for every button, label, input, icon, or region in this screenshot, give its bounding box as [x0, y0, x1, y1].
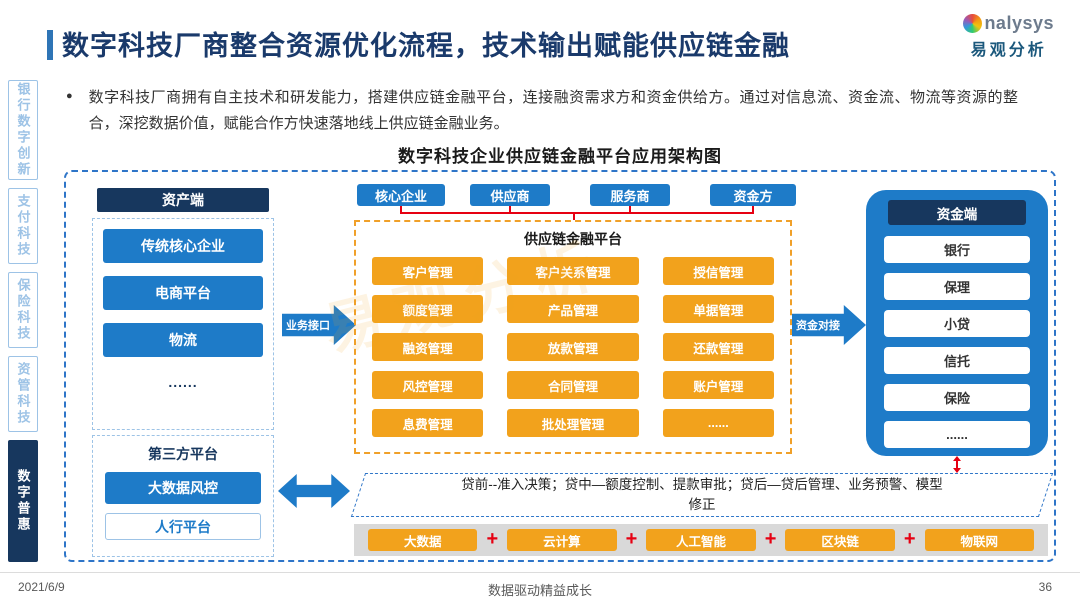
module-box: 还款管理	[662, 333, 774, 361]
loan-process-line2: 修正	[688, 497, 716, 512]
technology-bar: 大数据 + 云计算 + 人工智能 + 区块链 + 物联网	[354, 524, 1048, 556]
funding-item: 保理	[884, 273, 1030, 300]
asset-side-group: 传统核心企业 电商平台 物流 ......	[92, 218, 274, 430]
module-box: 客户管理	[372, 257, 484, 285]
page-number: 36	[1038, 580, 1052, 594]
logo-brand-text: nalysys	[984, 13, 1054, 33]
connector-line	[573, 212, 575, 220]
footer-slogan: 数据驱动精益成长	[487, 583, 592, 598]
funding-connect-label: 资金对接	[796, 320, 840, 332]
diagram-title: 数字科技企业供应链金融平台应用架构图	[398, 147, 722, 166]
funding-item: 保险	[884, 384, 1030, 411]
architecture-diagram: 资产端 传统核心企业 电商平台 物流 ...... 第三方平台 大数据风控 人行…	[64, 170, 1056, 562]
scf-platform-title: 供应链金融平台	[524, 231, 622, 247]
asset-item: 传统核心企业	[103, 229, 263, 263]
connector-line	[752, 206, 754, 212]
plus-icon: +	[764, 528, 777, 550]
section-sidebar: 银行数字创新 支付科技 保险科技 资管科技 数字普惠	[8, 80, 38, 562]
funding-item: 小贷	[884, 310, 1030, 337]
connector-line	[629, 206, 631, 212]
third-party-item: 人行平台	[105, 513, 261, 540]
third-party-title: 第三方平台	[148, 446, 218, 462]
module-box: 放款管理	[507, 333, 639, 361]
summary-bullet: ● 数字科技厂商拥有自主技术和研发能力，搭建供应链金融平台，连接融资需求方和资金…	[66, 85, 1018, 138]
sidebar-item-banking[interactable]: 银行数字创新	[8, 80, 38, 180]
module-box: 风控管理	[372, 371, 484, 399]
module-box: 合同管理	[507, 371, 639, 399]
loan-process-text: 贷前--准入决策；贷中—额度控制、提款审批；贷后—贷后管理、业务预警、模型 修正	[359, 474, 1045, 516]
asset-item: 电商平台	[103, 276, 263, 310]
tech-item-blockchain: 区块链	[785, 529, 895, 551]
funding-side-group: 资金端 银行 保理 小贷 信托 保险 ......	[866, 190, 1048, 456]
scf-module-grid: 客户管理 客户关系管理 授信管理 额度管理 产品管理 单据管理 融资管理 放款管…	[356, 253, 790, 445]
module-box: 产品管理	[507, 295, 639, 323]
asset-side-header: 资产端	[97, 188, 269, 212]
asset-more-ellipsis: ......	[168, 374, 198, 390]
tech-item-cloud: 云计算	[507, 529, 617, 551]
loan-process-line1: 贷前--准入决策；贷中—额度控制、提款审批；贷后—贷后管理、业务预警、模型	[461, 477, 943, 493]
connector-line	[400, 212, 754, 214]
funding-side-header: 资金端	[888, 200, 1026, 225]
summary-text: 数字科技厂商拥有自主技术和研发能力，搭建供应链金融平台，连接融资需求方和资金供给…	[88, 89, 1018, 133]
module-box: ......	[662, 409, 774, 437]
sidebar-item-asset-mgmt[interactable]: 资管科技	[8, 356, 38, 432]
tech-item-bigdata: 大数据	[368, 529, 478, 551]
node-capital-party: 资金方	[710, 184, 796, 206]
plus-icon: +	[486, 528, 499, 550]
node-core-enterprise: 核心企业	[357, 184, 445, 206]
double-vertical-arrow-icon	[953, 456, 961, 473]
tech-item-iot: 物联网	[924, 529, 1035, 551]
logo-cn-name: 易观分析	[970, 42, 1047, 59]
module-box: 融资管理	[372, 333, 484, 361]
third-party-group: 第三方平台 大数据风控 人行平台	[92, 435, 274, 557]
sidebar-item-payment[interactable]: 支付科技	[8, 188, 38, 264]
title-accent-bar	[47, 30, 53, 60]
plus-icon: +	[903, 528, 916, 550]
asset-item: 物流	[103, 323, 263, 357]
loan-process-box: 贷前--准入决策；贷中—额度控制、提款审批；贷后—贷后管理、业务预警、模型 修正	[350, 473, 1054, 517]
module-box: 账户管理	[662, 371, 774, 399]
module-box: 单据管理	[662, 295, 774, 323]
scf-platform-group: 供应链金融平台 客户管理 客户关系管理 授信管理 额度管理 产品管理 单据管理 …	[354, 220, 792, 454]
module-box: 批处理管理	[507, 409, 639, 437]
footer-date: 2021/6/9	[18, 580, 65, 594]
module-box: 授信管理	[662, 257, 774, 285]
funding-item: ......	[884, 421, 1030, 448]
analysys-globe-icon	[963, 14, 983, 33]
tech-item-ai: 人工智能	[646, 529, 756, 551]
funding-connect-arrow-icon: 资金对接	[792, 305, 866, 345]
brand-logo: nalysys 易观分析	[963, 13, 1054, 60]
module-box: 客户关系管理	[507, 257, 639, 285]
funding-item: 信托	[884, 347, 1030, 374]
funding-item: 银行	[884, 236, 1030, 263]
plus-icon: +	[625, 528, 638, 550]
business-interface-arrow-icon: 业务接口	[282, 305, 356, 345]
page-title: 数字科技厂商整合资源优化流程，技术输出赋能供应链金融	[62, 31, 790, 61]
connector-line	[509, 206, 511, 212]
node-service-provider: 服务商	[590, 184, 670, 206]
sidebar-item-digital-inclusion[interactable]: 数字普惠	[8, 440, 38, 562]
node-supplier: 供应商	[470, 184, 550, 206]
footer-divider	[0, 572, 1080, 573]
connector-line	[400, 206, 402, 212]
third-party-item: 大数据风控	[105, 472, 261, 504]
module-box: 额度管理	[372, 295, 484, 323]
business-interface-label: 业务接口	[286, 320, 330, 332]
bullet-icon: ●	[66, 90, 73, 102]
sidebar-item-insurance[interactable]: 保险科技	[8, 272, 38, 348]
double-horizontal-arrow-icon	[278, 474, 350, 508]
module-box: 息费管理	[372, 409, 484, 437]
